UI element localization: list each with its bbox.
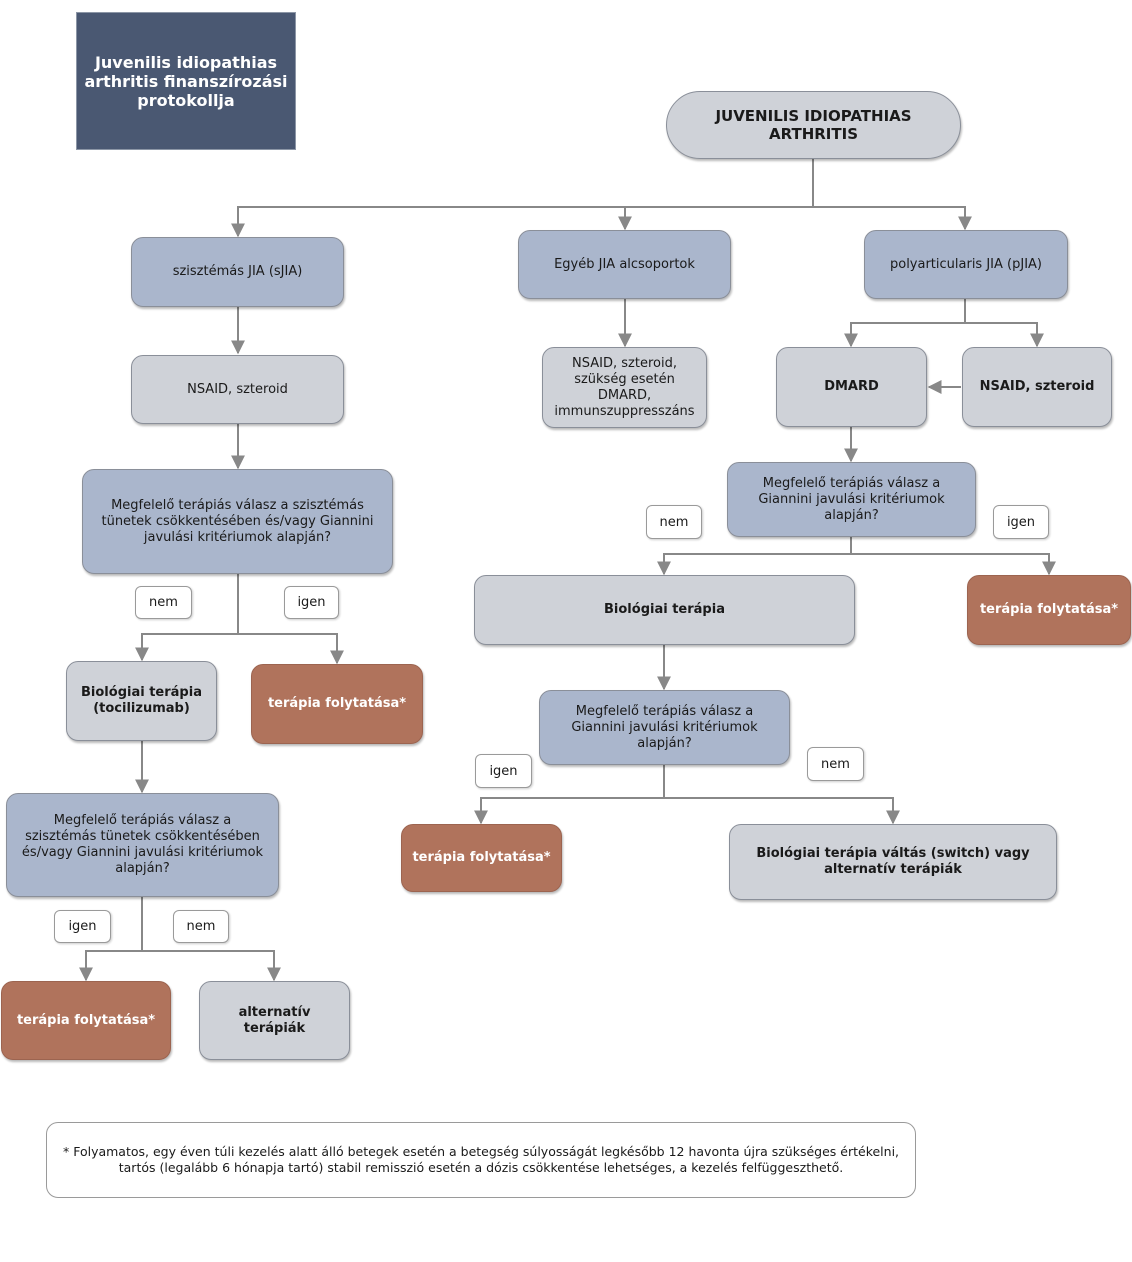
other-jia-subgroups-node: Egyéb JIA alcsoportok bbox=[518, 230, 731, 299]
pjia-q1-no-label: nem bbox=[646, 505, 702, 539]
pjia-question-2: Megfelelő terápiás válasz a Giannini jav… bbox=[539, 690, 790, 765]
right-q2-no-connector bbox=[664, 797, 900, 825]
sjia-group-node: szisztémás JIA (sJIA) bbox=[131, 237, 344, 307]
pjia-biologic-node: Biológiai terápia bbox=[474, 575, 855, 645]
left-q1-no-connector bbox=[135, 633, 238, 662]
right-q2-yes-connector bbox=[474, 797, 664, 825]
root-node-label: JUVENILIS IDIOPATHIAS ARTHRITIS bbox=[715, 107, 912, 143]
left-q2-yes-connector bbox=[79, 950, 142, 982]
sjia-question-2: Megfelelő terápiás válasz a szisztémás t… bbox=[6, 793, 279, 897]
left-q2-no-connector bbox=[142, 950, 281, 982]
sjia-first-line-node: NSAID, szteroid bbox=[131, 355, 344, 424]
pjia-to-dmard-connector bbox=[844, 322, 965, 348]
right-q1-yes-connector bbox=[851, 553, 1056, 576]
root-to-pjia-connector bbox=[813, 206, 972, 231]
pjia-question-1: Megfelelő terápiás válasz a Giannini jav… bbox=[727, 462, 976, 537]
pjia-nsaid-node: NSAID, szteroid bbox=[962, 347, 1112, 427]
pjia-q2-yes-label: igen bbox=[475, 754, 532, 788]
left-q1-yes-connector bbox=[238, 633, 344, 665]
footnote-text: * Folyamatos, egy éven túli kezelés alat… bbox=[62, 1144, 900, 1175]
sjia-q1-no-label: nem bbox=[135, 586, 192, 619]
protocol-title-box: Juvenilis idiopathias arthritis finanszí… bbox=[76, 12, 296, 150]
sjia-biologic-tocilizumab-node: Biológiai terápia (tocilizumab) bbox=[66, 661, 217, 741]
sjia-question-1: Megfelelő terápiás válasz a szisztémás t… bbox=[82, 469, 393, 574]
pjia-continue-therapy-2: terápia folytatása* bbox=[401, 824, 562, 892]
sjia-continue-therapy-1: terápia folytatása* bbox=[251, 664, 423, 744]
root-node-jia: JUVENILIS IDIOPATHIAS ARTHRITIS bbox=[666, 91, 961, 159]
sjia-continue-therapy-2: terápia folytatása* bbox=[1, 981, 171, 1060]
pjia-group-node: polyarticularis JIA (pJIA) bbox=[864, 230, 1068, 299]
pjia-dmard-node: DMARD bbox=[776, 347, 927, 427]
sjia-q2-no-label: nem bbox=[173, 910, 229, 943]
pjia-q2-no-label: nem bbox=[807, 747, 864, 781]
other-jia-therapy-node: NSAID, szteroid, szükség esetén DMARD, i… bbox=[542, 347, 707, 428]
pjia-continue-therapy-1: terápia folytatása* bbox=[967, 575, 1131, 645]
pjia-q1-yes-label: igen bbox=[993, 505, 1049, 539]
sjia-alternative-therapies: alternatív terápiák bbox=[199, 981, 350, 1060]
pjia-biologic-switch-node: Biológiai terápia váltás (switch) vagy a… bbox=[729, 824, 1057, 900]
pjia-to-nsaid-connector bbox=[965, 322, 1044, 348]
right-q1-no-connector bbox=[657, 553, 851, 576]
sjia-q2-yes-label: igen bbox=[54, 910, 111, 943]
sjia-q1-yes-label: igen bbox=[284, 586, 339, 619]
footnote-box: * Folyamatos, egy éven túli kezelés alat… bbox=[46, 1122, 916, 1198]
root-to-sjia-connector bbox=[231, 206, 813, 238]
